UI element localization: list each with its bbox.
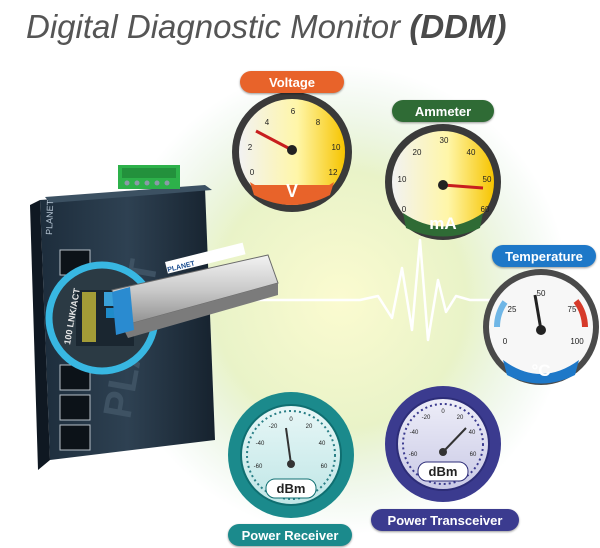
power-transceiver-unit: dBm [429,464,458,479]
svg-text:6: 6 [291,107,296,116]
voltage-gauge: 0 2 4 6 8 10 12 V [232,92,352,212]
power-receiver-label: Power Receiver [228,524,352,546]
temperature-unit: °C [531,361,550,380]
device-brand: PLANET [44,199,55,235]
svg-text:8: 8 [316,118,321,127]
svg-text:20: 20 [413,148,422,157]
svg-text:40: 40 [469,430,476,436]
ammeter-unit: mA [429,214,456,233]
voltage-label: Voltage [240,71,344,93]
svg-text:0: 0 [402,205,407,214]
svg-text:0: 0 [503,337,508,346]
svg-text:40: 40 [467,148,476,157]
svg-text:0: 0 [441,409,445,415]
svg-text:12: 12 [329,168,338,177]
svg-text:-40: -40 [410,430,419,436]
temperature-label: Temperature [492,245,596,267]
svg-text:10: 10 [398,175,407,184]
power-transceiver-label: Power Transceiver [371,509,519,531]
svg-text:20: 20 [457,415,464,421]
svg-text:-20: -20 [269,424,278,430]
svg-text:60: 60 [470,452,477,458]
page-title: Digital Diagnostic Monitor (DDM) [26,8,506,46]
svg-text:25: 25 [508,305,517,314]
svg-text:0: 0 [289,417,293,423]
power-receiver-gauge: -60 -40 -20 0 20 40 60 dBm [228,392,354,518]
sfp-module: PLANET [111,242,279,338]
power-transceiver-gauge: -60 -40 -20 0 20 40 60 dBm [385,386,501,502]
svg-text:60: 60 [321,464,328,470]
voltage-unit: V [286,181,298,201]
svg-text:-40: -40 [256,441,265,447]
signal-line [250,238,520,342]
power-receiver-unit: dBm [277,481,306,496]
temperature-gauge: 0 25 50 75 100 °C [483,269,599,385]
ammeter-label: Ammeter [392,100,494,122]
svg-text:-60: -60 [409,452,418,458]
svg-text:2: 2 [248,143,253,152]
svg-text:-60: -60 [254,464,263,470]
svg-text:50: 50 [483,175,492,184]
svg-text:50: 50 [537,289,546,298]
svg-text:0: 0 [250,168,255,177]
svg-text:-20: -20 [422,415,431,421]
svg-text:75: 75 [568,305,577,314]
title-main: Digital Diagnostic Monitor [26,8,410,45]
ammeter-gauge: 0 10 20 30 40 50 60 mA [385,124,501,240]
svg-text:10: 10 [332,143,341,152]
svg-text:4: 4 [265,118,270,127]
svg-text:100: 100 [570,337,584,346]
title-abbr: (DDM) [409,8,507,45]
svg-text:30: 30 [440,136,449,145]
svg-text:20: 20 [306,424,313,430]
svg-text:60: 60 [481,205,490,214]
svg-text:40: 40 [319,441,326,447]
